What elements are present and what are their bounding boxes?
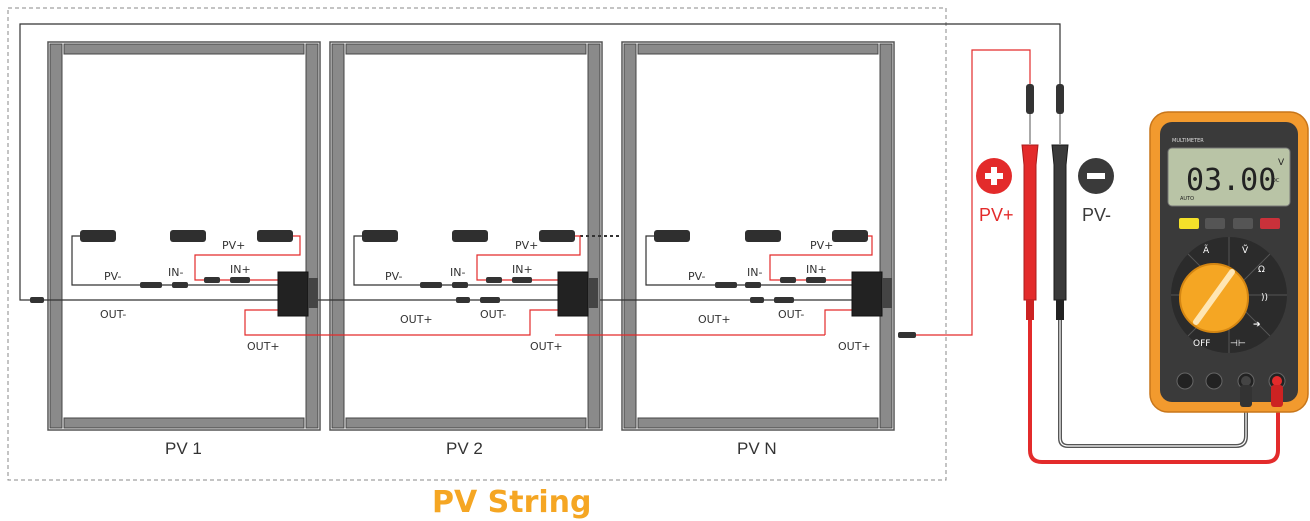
red-lead [1028, 320, 1280, 464]
panel-name-2: PV 2 [446, 439, 483, 458]
p2-out-minus-label: OUT- [480, 308, 506, 321]
svg-text:Ṽ: Ṽ [1242, 244, 1249, 256]
plus-circle-icon [976, 158, 1012, 194]
svg-text:⊣⊢: ⊣⊢ [1230, 339, 1246, 349]
svg-text:)): )) [1261, 293, 1268, 303]
red-plug [1272, 376, 1282, 386]
meter-unit: V [1278, 158, 1285, 168]
panel-name-n: PV N [737, 439, 777, 458]
meter-dc: DC [1272, 178, 1280, 184]
meter-button-yellow[interactable] [1179, 218, 1199, 229]
meter-button-2[interactable] [1205, 218, 1225, 229]
black-probe [1051, 84, 1069, 320]
p2-pv-plus-label: PV+ [515, 239, 538, 252]
p1-out-plus-label: OUT+ [247, 340, 280, 353]
red-probe [1021, 84, 1039, 320]
p2-out-plus-2-label: OUT+ [530, 340, 563, 353]
panel-name-1: PV 1 [165, 439, 202, 458]
pn-in-plus-label: IN+ [806, 263, 827, 276]
pn-out-plus-2-label: OUT+ [838, 340, 871, 353]
p2-in-plus-label: IN+ [512, 263, 533, 276]
pn-pv-plus-label: PV+ [810, 239, 833, 252]
p2-pv-minus-label: PV- [385, 270, 403, 283]
svg-text:OFF: OFF [1193, 339, 1210, 349]
pn-out-minus-label: OUT- [778, 308, 804, 321]
meter-button-red[interactable] [1260, 218, 1280, 229]
meter-positive-label: PV+ [979, 205, 1014, 225]
inline-connectors [30, 277, 916, 338]
p1-in-minus-label: IN- [168, 266, 183, 279]
junction-boxes [277, 271, 892, 317]
meter-reading: 03.00 [1186, 163, 1276, 198]
pn-pv-minus-label: PV- [688, 270, 706, 283]
svg-text:Ã: Ã [1203, 245, 1210, 256]
p2-in-minus-label: IN- [450, 266, 465, 279]
negative-wiring [19, 23, 1061, 301]
svg-text:➔: ➔ [1253, 320, 1261, 330]
black-plug [1241, 376, 1251, 386]
p1-pv-minus-label: PV- [104, 270, 122, 283]
minus-circle-icon [1078, 158, 1114, 194]
cell-strips [80, 230, 868, 242]
pn-out-plus-label: OUT+ [698, 313, 731, 326]
meter-negative-label: PV- [1082, 205, 1111, 225]
meter-display [1167, 147, 1291, 207]
p2-out-plus-label: OUT+ [400, 313, 433, 326]
p1-out-minus-label: OUT- [100, 308, 126, 321]
string-boundary [7, 7, 947, 481]
meter-mode: AUTO [1180, 196, 1194, 202]
p1-pv-plus-label: PV+ [222, 239, 245, 252]
p1-in-plus-label: IN+ [230, 263, 251, 276]
diagram-title: PV String [432, 485, 592, 520]
pn-in-minus-label: IN- [747, 266, 762, 279]
meter-button-3[interactable] [1233, 218, 1253, 229]
svg-text:Ω: Ω [1258, 265, 1265, 275]
multimeter: MULTIMETER 03.00 V DC AUTO Ã Ṽ Ω )) ➔ ⊣⊢… [1149, 111, 1309, 413]
meter-brand: MULTIMETER [1172, 138, 1204, 144]
